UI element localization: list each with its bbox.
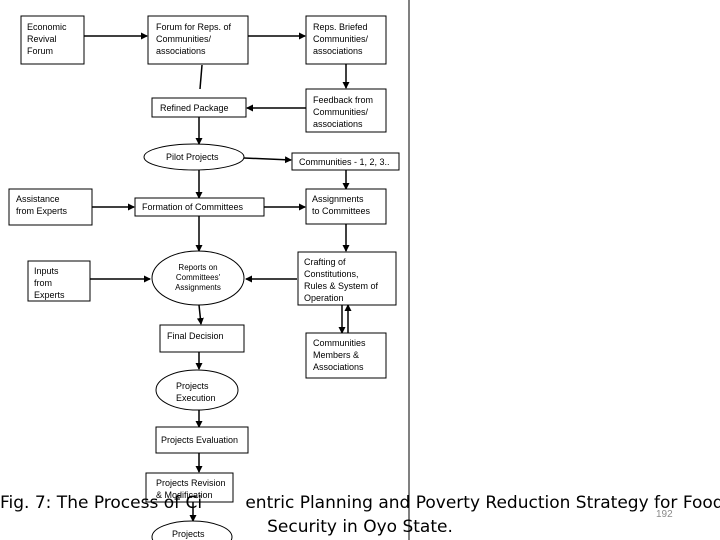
node-label-line: Crafting of: [304, 257, 346, 267]
node-label-line: Projects: [172, 529, 205, 539]
label-evaluation: Projects Evaluation: [161, 435, 238, 445]
node-formation: [134, 197, 265, 217]
node-inputs: [27, 260, 91, 302]
node-label-line: Committees': [176, 273, 221, 282]
node-projects-bottom: [151, 520, 233, 540]
label-final-decision: Final Decision: [167, 331, 224, 341]
connectors: [84, 32, 352, 522]
node-label-line: Operation: [304, 293, 344, 303]
node-label-line: Inputs: [34, 266, 59, 276]
node-label-line: Assignments: [312, 194, 364, 204]
page-number: 192: [656, 509, 673, 520]
label-forum-reps: Forum for Reps. of Communities/associatio…: [156, 22, 232, 56]
node-label-line: Forum: [27, 46, 53, 56]
node-feedback: [305, 88, 387, 133]
node-label-line: Projects: [176, 381, 209, 391]
node-label-line: Revival: [27, 34, 57, 44]
node-label-line: Execution: [176, 393, 216, 403]
node-assistance: [8, 188, 93, 226]
node-label-line: Feedback from: [313, 95, 373, 105]
node-label-line: Formation of Committees: [142, 202, 244, 212]
arrow-reports-to-decision: [196, 304, 204, 325]
node-label-line: & Modification: [156, 490, 213, 500]
node-final-decision: [159, 324, 245, 353]
label-revision: Projects Revision & Modification: [156, 478, 226, 500]
node-label-line: Rules & System of: [304, 281, 379, 291]
node-label-line: Communities/: [313, 107, 369, 117]
node-execution: [155, 369, 239, 411]
node-label-line: Communities - 1, 2, 3..: [299, 157, 390, 167]
node-label-line: Reports on: [178, 263, 217, 272]
node-evaluation: [155, 426, 249, 454]
label-projects-bottom: Projects: [172, 529, 205, 539]
node-label-line: Constitutions,: [304, 269, 359, 279]
node-label-line: Projects Revision: [156, 478, 226, 488]
node-label-line: to Committees: [312, 206, 371, 216]
node-label-line: Forum for Reps. of: [156, 22, 232, 32]
node-label-line: from Experts: [16, 206, 68, 216]
node-label-line: Communities/: [313, 34, 369, 44]
node-label-line: Pilot Projects: [166, 152, 219, 162]
node-crafting: [297, 251, 397, 306]
figure-caption-line1: Fig. 7: The Process of Ci entric Plannin…: [0, 493, 720, 513]
node-revision: [145, 472, 234, 503]
node-pilot-projects: [143, 143, 245, 171]
label-refined-package: Refined Package: [160, 103, 229, 113]
label-communities-123: Communities - 1, 2, 3..: [299, 157, 390, 167]
arrow-pilot-to-communities: [243, 156, 292, 164]
node-shapes: [8, 15, 400, 540]
label-assistance: Assistance from Experts: [16, 194, 68, 216]
node-label-line: Communities/: [156, 34, 212, 44]
node-label-line: Reps. Briefed: [313, 22, 368, 32]
figure-caption-line2: Security in Oyo State.: [267, 517, 453, 537]
node-label-line: Members &: [313, 350, 359, 360]
label-pilot-projects: Pilot Projects: [166, 152, 219, 162]
node-label-line: Projects Evaluation: [161, 435, 238, 445]
node-economic-revival: [20, 15, 85, 65]
node-refined-package: [151, 97, 247, 118]
node-communities-123: [291, 152, 400, 171]
node-forum-reps: [147, 15, 249, 65]
label-assignments: Assignments to Committees: [312, 194, 371, 216]
node-label-line: from: [34, 278, 52, 288]
node-label-line: Communities: [313, 338, 366, 348]
node-label-line: Refined Package: [160, 103, 229, 113]
node-label-line: Final Decision: [167, 331, 224, 341]
link-forum-to-refined: [199, 64, 203, 90]
node-members: [305, 332, 387, 379]
node-label-line: Experts: [34, 290, 65, 300]
node-label-line: Economic: [27, 22, 67, 32]
node-label-line: associations: [313, 46, 363, 56]
node-label-line: Assignments: [175, 283, 221, 292]
node-label-line: Associations: [313, 362, 364, 372]
node-label-line: Assistance: [16, 194, 60, 204]
label-crafting: Crafting of Constitutions, Rules & System …: [304, 257, 379, 303]
node-reports: [151, 250, 245, 306]
label-formation: Formation of Committees: [142, 202, 244, 212]
node-reps-briefed: [305, 15, 387, 65]
node-label-line: associations: [156, 46, 206, 56]
node-assignments: [305, 188, 387, 225]
node-label-line: associations: [313, 119, 363, 129]
